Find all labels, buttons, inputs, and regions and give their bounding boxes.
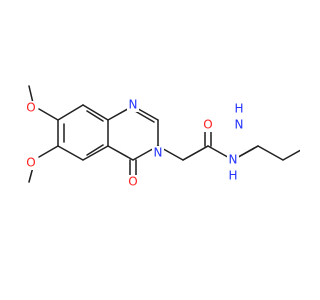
atom-n3: N xyxy=(154,146,163,160)
bond xyxy=(282,149,300,161)
bond xyxy=(28,85,34,104)
bond xyxy=(86,110,104,122)
bond xyxy=(57,145,84,161)
molecule-structure: N N O O O O N H N H xyxy=(25,85,300,189)
bond xyxy=(38,145,59,158)
atom-o-amide: O xyxy=(203,118,212,132)
bond xyxy=(86,144,104,156)
atom-n-amide: N xyxy=(229,153,238,167)
atom-h-amide: H xyxy=(228,169,237,183)
molecule-canvas: N N O O O O N H N H xyxy=(25,85,300,189)
bond xyxy=(82,145,109,161)
atom-n1: N xyxy=(129,98,138,112)
atom-n-indole: N xyxy=(235,118,244,132)
bond xyxy=(57,104,84,121)
bond xyxy=(38,108,59,121)
bond xyxy=(134,110,155,123)
atom-o7: O xyxy=(26,101,35,115)
bond xyxy=(82,104,109,121)
bond xyxy=(182,145,209,161)
atom-h-indole: H xyxy=(234,102,243,116)
atom-o6: O xyxy=(26,156,35,170)
bond xyxy=(257,145,284,161)
bond xyxy=(107,145,134,161)
atom-o4: O xyxy=(128,175,137,189)
